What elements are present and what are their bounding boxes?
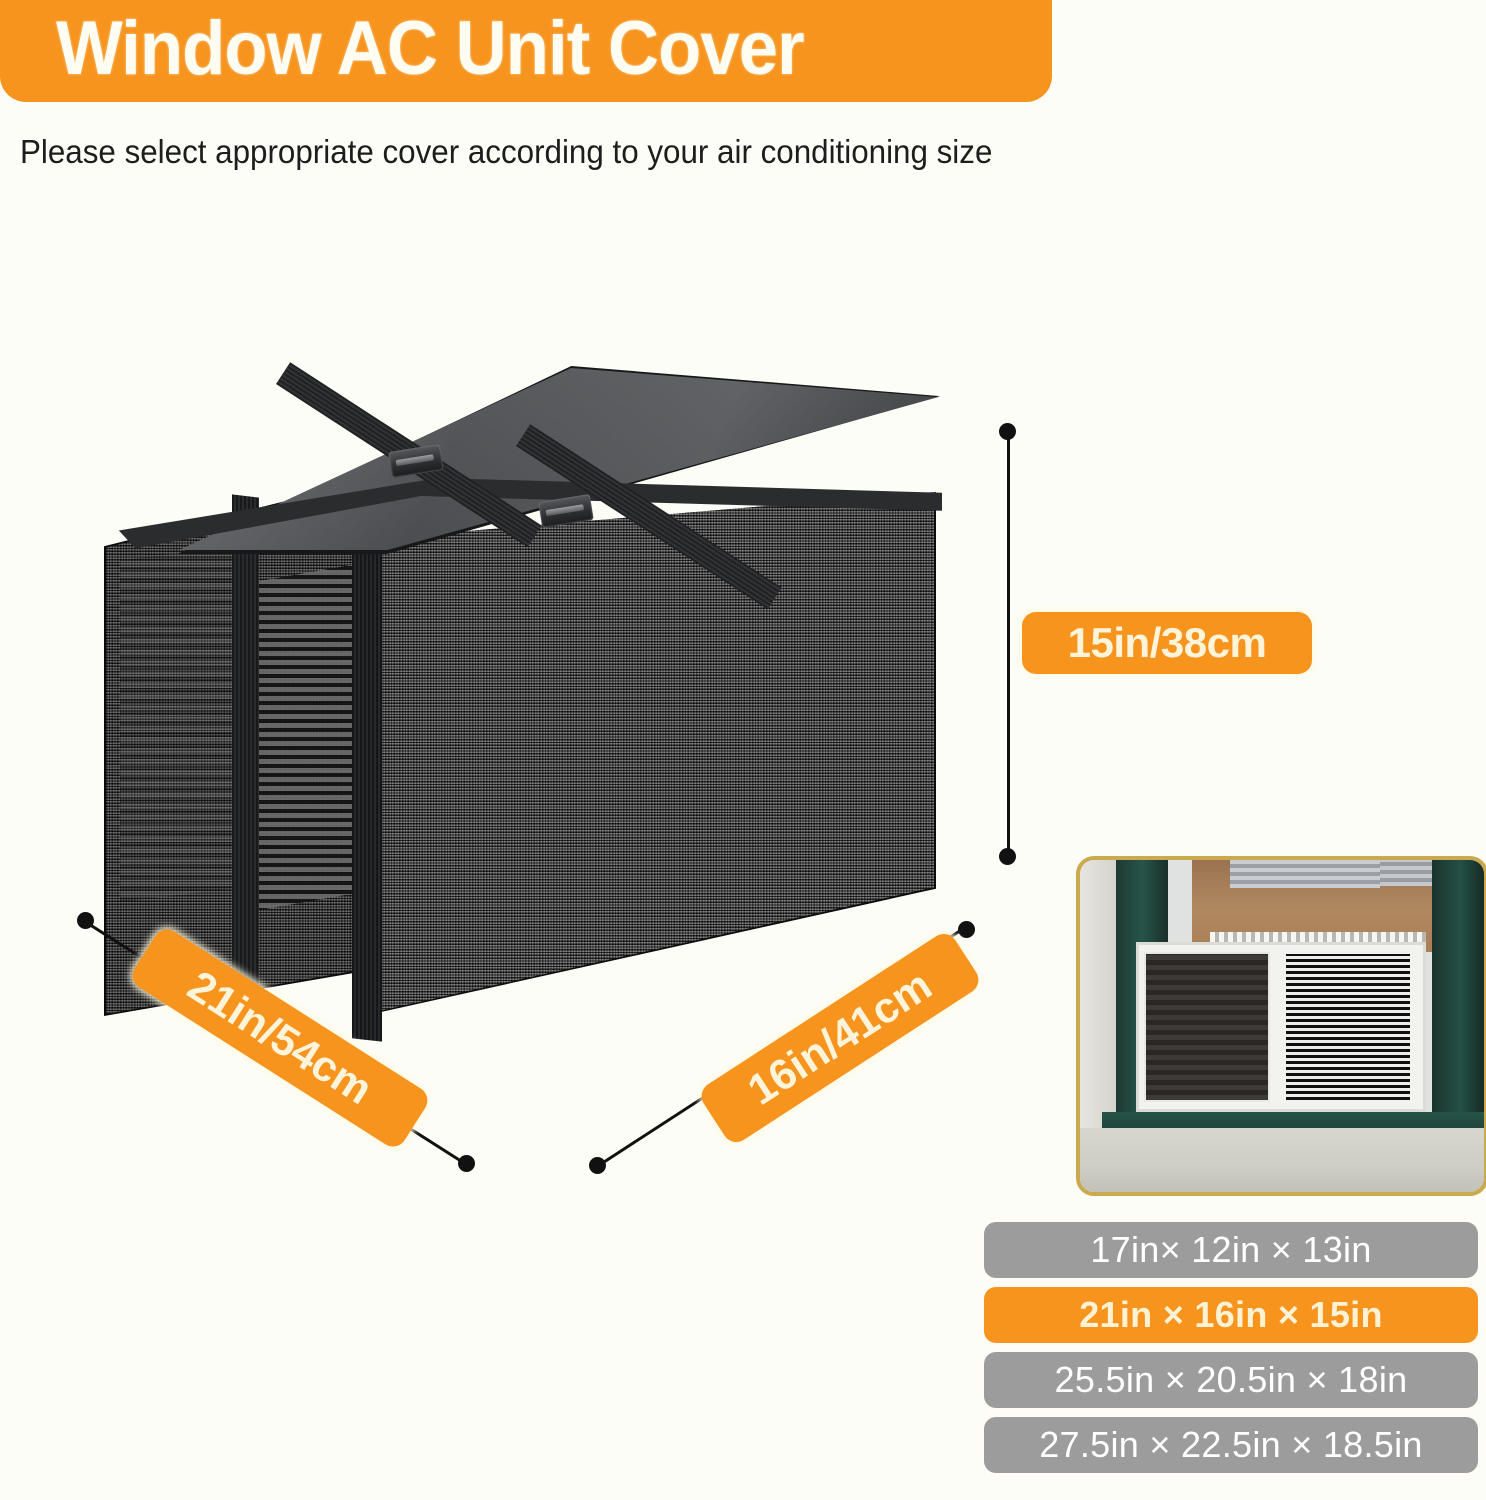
- depth-measure-dot-start: [589, 1157, 606, 1174]
- photo-ac-side-panel: [1144, 952, 1270, 1102]
- height-dimension-badge: 15in/38cm: [1022, 612, 1312, 674]
- ac-vent-fins-rear: [120, 546, 238, 902]
- installed-ac-photo: [1076, 856, 1486, 1196]
- photo-concrete-sill: [1080, 1128, 1484, 1192]
- page-subtitle: Please select appropriate cover accordin…: [20, 133, 993, 170]
- photo-window-frame-right: [1432, 860, 1484, 1128]
- cover-front-mesh-panel: [374, 492, 934, 1012]
- size-options-list: 17in× 12in × 13in 21in × 16in × 15in 25.…: [984, 1222, 1478, 1482]
- ac-vent-fins: [248, 562, 368, 912]
- photo-ac-grille: [1286, 954, 1410, 1100]
- height-measure-dot-top: [999, 423, 1016, 440]
- size-option-1[interactable]: 17in× 12in × 13in: [984, 1222, 1478, 1278]
- height-measure-dot-bottom: [999, 848, 1016, 865]
- size-option-4[interactable]: 27.5in × 22.5in × 18.5in: [984, 1417, 1478, 1473]
- size-option-2-selected[interactable]: 21in × 16in × 15in: [984, 1287, 1478, 1343]
- width-measure-dot-end: [458, 1155, 475, 1172]
- height-measure-line: [1007, 432, 1010, 856]
- page-title: Window AC Unit Cover: [56, 5, 805, 91]
- cover-vertical-strap-right: [352, 508, 382, 1042]
- photo-wall-left: [1080, 860, 1120, 1160]
- width-measure-dot-start: [77, 912, 94, 929]
- title-banner: Window AC Unit Cover: [0, 0, 1052, 102]
- depth-measure-dot-end: [958, 921, 975, 938]
- photo-upper-window-left: [1230, 860, 1380, 888]
- product-illustration: [80, 350, 980, 1070]
- cover-vertical-strap-left: [232, 494, 259, 1018]
- photo-ac-top-vent: [1210, 932, 1426, 944]
- size-option-3[interactable]: 25.5in × 20.5in × 18in: [984, 1352, 1478, 1408]
